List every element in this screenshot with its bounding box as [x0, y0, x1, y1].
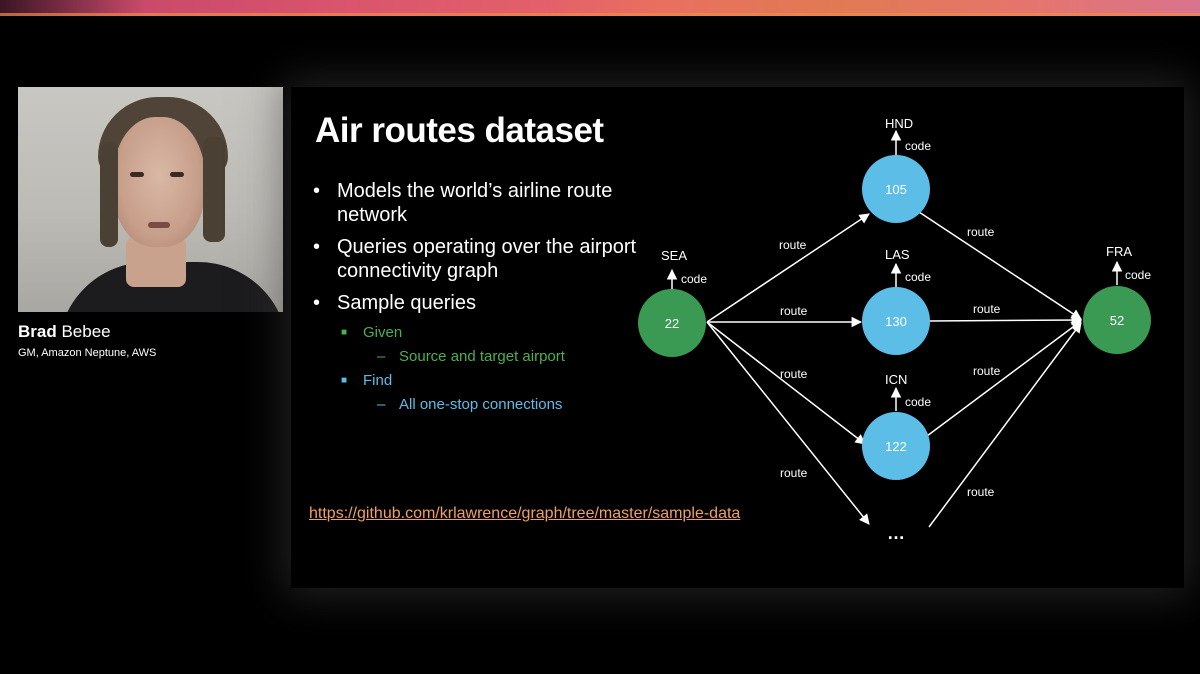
speaker-title: GM, Amazon Neptune, AWS	[18, 347, 157, 359]
top-accent-bar	[0, 0, 1200, 16]
sub-bullet-text: Given	[363, 324, 403, 341]
edge-label: route	[780, 466, 808, 480]
prop-label: code	[681, 272, 707, 286]
bullet-dot: •	[313, 292, 321, 314]
node-code-label: SEA	[661, 248, 687, 263]
subsub-bullet-text: All one-stop connections	[399, 396, 563, 413]
bullet-text: Sample queries	[337, 292, 476, 314]
speaker-mouth	[148, 222, 170, 228]
node-id: 130	[885, 314, 907, 329]
edge-hnd-fra	[918, 211, 1082, 320]
node-code-label: HND	[885, 116, 913, 131]
edge-icn-fra	[922, 320, 1082, 440]
speaker-eye-left	[130, 172, 144, 177]
edge-more-fra	[928, 322, 1082, 528]
speaker-hair-left	[100, 142, 118, 247]
speaker-video	[18, 87, 283, 312]
bullet-text: Models the world’s airline route network	[337, 180, 613, 226]
edge-sea-hnd	[706, 213, 870, 323]
dash-bullet: –	[377, 348, 386, 365]
bullet-dot: •	[313, 236, 321, 258]
node-hnd	[862, 155, 930, 223]
node-id: 122	[885, 439, 907, 454]
dataset-link[interactable]: https://github.com/krlawrence/graph/tree…	[309, 505, 741, 522]
node-code-label: ICN	[885, 372, 907, 387]
edge-label: route	[973, 364, 1001, 378]
node-id: 22	[665, 316, 679, 331]
bullet-dot: •	[313, 180, 321, 202]
square-bullet-icon: ■	[341, 327, 348, 338]
node-las	[862, 287, 930, 355]
prop-label: code	[905, 139, 931, 153]
bullet-list: • Models the world’s airline route netwo…	[313, 179, 643, 419]
node-id: 52	[1110, 313, 1124, 328]
bullet-item: • Models the world’s airline route netwo…	[313, 179, 643, 227]
edge-label: route	[967, 485, 995, 499]
sub-bullet-find: ■ Find	[341, 371, 643, 391]
prop-label: code	[1125, 268, 1151, 282]
bullet-text: Queries operating over the airport conne…	[337, 236, 637, 282]
edge-label: route	[973, 302, 1001, 316]
edge-las-fra	[928, 314, 1083, 326]
node-sea	[638, 289, 706, 357]
node-id: 105	[885, 182, 907, 197]
speaker-eye-right	[170, 172, 184, 177]
node-fra	[1083, 286, 1151, 354]
more-nodes-ellipsis: …	[887, 523, 905, 543]
speaker-name: Brad Bebee	[18, 322, 111, 342]
node-icn	[862, 412, 930, 480]
edge-label: route	[780, 367, 808, 381]
speaker-last-name: Bebee	[61, 322, 111, 341]
subsub-bullet-find: – All one-stop connections	[377, 395, 643, 415]
route-graph-diagram: route route route route route route rout…	[638, 116, 1151, 543]
edge-label: route	[967, 225, 995, 239]
node-code-label: FRA	[1106, 244, 1132, 259]
edge-label: route	[780, 304, 808, 318]
edge-sea-icn	[706, 321, 866, 445]
speaker-first-name: Brad	[18, 322, 57, 341]
square-bullet-icon: ■	[341, 375, 348, 386]
edge-sea-more	[706, 321, 870, 525]
node-code-label: LAS	[885, 247, 910, 262]
prop-label: code	[905, 270, 931, 284]
bullet-item: • Queries operating over the airport con…	[313, 235, 643, 283]
bullet-item: • Sample queries	[313, 291, 643, 315]
subsub-bullet-text: Source and target airport	[399, 348, 565, 365]
speaker-hair-right	[203, 137, 225, 242]
dash-bullet: –	[377, 396, 386, 413]
slide: Air routes dataset • Models the world’s …	[291, 87, 1184, 588]
sub-bullet-given: ■ Given	[341, 323, 643, 343]
sub-bullet-text: Find	[363, 372, 393, 389]
slide-title: Air routes dataset	[315, 111, 604, 150]
edge-label: route	[779, 238, 807, 252]
prop-label: code	[905, 395, 931, 409]
subsub-bullet-given: – Source and target airport	[377, 347, 643, 367]
